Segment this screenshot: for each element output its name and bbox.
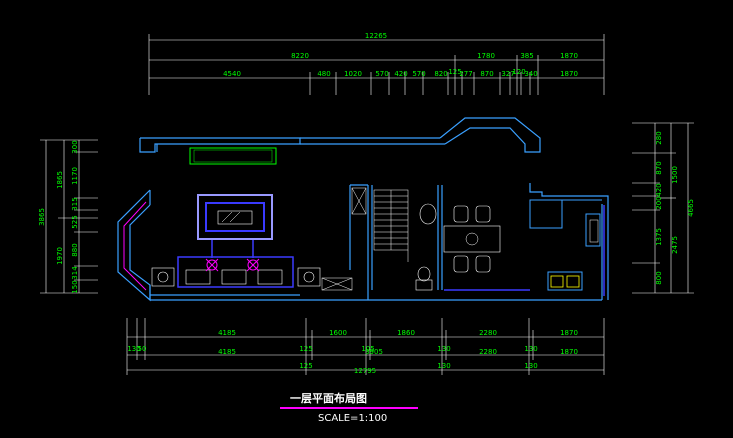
dim-bottom-row1: 130	[127, 345, 140, 353]
drawing-scale: SCALE=1:100	[318, 413, 387, 424]
dim-top-row3: 277	[459, 70, 472, 78]
dim-top-row3: 870	[480, 70, 493, 78]
dim-top-total: 12265	[365, 32, 387, 40]
storage-cabinet	[321, 187, 367, 291]
dim-bottom-row1: 1870	[560, 329, 578, 337]
dim-right-outer: 4665	[687, 199, 695, 217]
dim-bottom-row1: 1860	[397, 329, 415, 337]
dim-left-inner: 150	[71, 280, 79, 293]
dim-left-inner: 1170	[71, 167, 79, 185]
dim-bottom-row2: 50	[138, 345, 147, 353]
side-table-left	[151, 267, 175, 287]
dim-bottom-row3: 130	[524, 362, 537, 370]
dim-top-row3: 570	[375, 70, 388, 78]
dim-bottom-row2: 130	[437, 345, 450, 353]
dim-left-mid: 1970	[56, 247, 64, 265]
dim-right-inner: 1375	[655, 228, 663, 246]
dim-left-inner: 314	[71, 266, 79, 280]
dim-right-inner: 420	[655, 183, 663, 196]
coffee-table-glass	[221, 211, 233, 223]
tv-cabinet-inner	[193, 149, 273, 163]
dim-right-inner: 870	[655, 161, 663, 174]
dim-bottom-row1: 4185	[218, 329, 236, 337]
dim-bottom-total: 12795	[354, 367, 376, 375]
kitchen-counter	[529, 199, 602, 291]
bottom-dimensions	[126, 318, 605, 375]
dim-top-row3: 125	[448, 68, 461, 76]
dining-table	[443, 225, 501, 253]
dim-left-inner: 525	[71, 215, 79, 228]
drawing-title: 一层平面布局图	[290, 391, 367, 405]
dim-top-row3: 420	[394, 70, 407, 78]
dim-right-inner: 200	[655, 196, 663, 209]
dim-top-row3: 1870	[560, 70, 578, 78]
coffee-table-glass	[229, 211, 241, 223]
dim-top-row3: 120	[512, 68, 525, 76]
tv-cabinet	[189, 147, 277, 165]
toilet	[415, 266, 433, 291]
dim-bottom-row1: 2280	[479, 329, 497, 337]
dim-right-mid: 2475	[671, 236, 679, 254]
dim-top-row2: 1780	[477, 52, 495, 60]
dim-left-inner: 315	[71, 197, 79, 210]
dim-top-row3: 327	[501, 70, 514, 78]
living-rug	[197, 194, 273, 240]
dim-top-row3: 1020	[344, 70, 362, 78]
dim-bottom-row1: 1600	[329, 329, 347, 337]
dim-bottom-row2: 1870	[560, 348, 578, 356]
dim-left-mid: 1865	[56, 171, 64, 189]
dim-bottom-row2: 125	[299, 345, 312, 353]
dim-bottom-row3: 105	[361, 345, 374, 353]
dim-right-mid: 1500	[671, 166, 679, 184]
dim-left-inner: 880	[71, 243, 79, 256]
dim-left-inner: 300	[71, 140, 79, 153]
dim-top-row3: 820	[434, 70, 447, 78]
staircase	[373, 189, 409, 262]
stove	[550, 275, 580, 288]
sofa	[177, 256, 294, 288]
dim-right-inner: 280	[655, 131, 663, 144]
bay-curtain	[123, 201, 147, 291]
left-dimensions	[40, 139, 98, 294]
top-dimensions	[148, 34, 605, 95]
dim-left-outer: 3865	[38, 208, 46, 226]
dim-top-row3: 340	[524, 70, 537, 78]
coffee-table	[205, 202, 265, 232]
kitchen-sink	[589, 219, 599, 243]
dim-right-inner: 800	[655, 271, 663, 284]
walls	[117, 117, 609, 302]
foyer-round-table	[419, 203, 437, 225]
right-dimensions	[632, 122, 694, 294]
dim-top-row3: 4540	[223, 70, 241, 78]
dim-bottom-row2: 4185	[218, 348, 236, 356]
side-table-right	[297, 267, 321, 287]
dim-top-row2: 1870	[560, 52, 578, 60]
dim-top-row3: 480	[317, 70, 330, 78]
dim-bottom-row3: 125	[299, 362, 312, 370]
dim-top-row2: 385	[520, 52, 533, 60]
coffee-table-glass	[217, 210, 253, 225]
dining-chairs	[453, 205, 491, 273]
dim-top-row2: 8220	[291, 52, 309, 60]
floor-lamps	[205, 258, 260, 272]
dim-top-row3: 570	[412, 70, 425, 78]
dim-bottom-row2: 3905	[365, 348, 383, 356]
dim-bottom-row2: 2280	[479, 348, 497, 356]
dim-bottom-row2: 130	[524, 345, 537, 353]
dim-bottom-row3: 130	[437, 362, 450, 370]
